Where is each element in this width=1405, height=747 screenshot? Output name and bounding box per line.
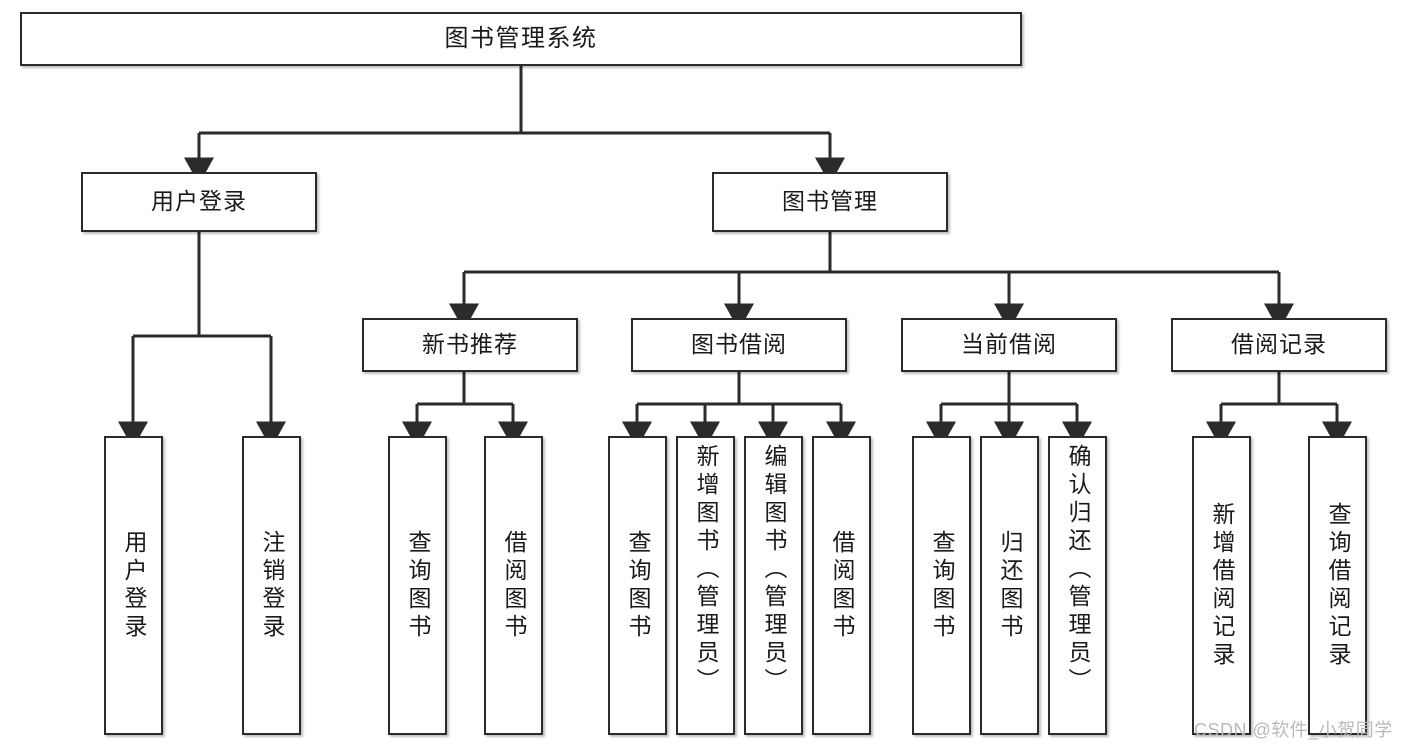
node-label: 确认归还（管理员） <box>1065 444 1091 696</box>
node-label: 查询图书 <box>405 529 431 642</box>
leaf-user-login[interactable]: 用户登录 <box>104 436 163 735</box>
leaf-add-borrow-record[interactable]: 新增借阅记录 <box>1192 436 1251 735</box>
leaf-borrow-book[interactable]: 借阅图书 <box>812 436 871 735</box>
leaf-return-book[interactable]: 归还图书 <box>980 436 1039 735</box>
node-label: 编辑图书（管理员） <box>761 444 787 696</box>
node-book-management[interactable]: 图书管理 <box>712 172 948 232</box>
node-book-borrow[interactable]: 图书借阅 <box>631 318 847 372</box>
leaf-edit-book-admin[interactable]: 编辑图书（管理员） <box>744 436 803 735</box>
node-label: 当前借阅 <box>961 331 1057 358</box>
leaf-query-book-recommend[interactable]: 查询图书 <box>388 436 447 735</box>
node-current-borrow[interactable]: 当前借阅 <box>901 318 1117 372</box>
node-root-system[interactable]: 图书管理系统 <box>20 12 1022 66</box>
leaf-logout[interactable]: 注销登录 <box>242 436 301 735</box>
leaf-query-borrow-record[interactable]: 查询借阅记录 <box>1308 436 1367 735</box>
node-label: 新增图书（管理员） <box>693 444 719 696</box>
leaf-query-book-borrow[interactable]: 查询图书 <box>608 436 667 735</box>
node-label: 新书推荐 <box>422 331 518 358</box>
node-label: 注销登录 <box>259 529 285 642</box>
leaf-add-book-admin[interactable]: 新增图书（管理员） <box>676 436 735 735</box>
node-label: 用户登录 <box>121 529 147 642</box>
node-new-book-recommend[interactable]: 新书推荐 <box>362 318 578 372</box>
node-borrow-record[interactable]: 借阅记录 <box>1171 318 1387 372</box>
node-label: 查询借阅记录 <box>1325 501 1351 670</box>
node-label: 用户登录 <box>151 188 247 215</box>
leaf-query-book-current[interactable]: 查询图书 <box>912 436 971 735</box>
node-user-login[interactable]: 用户登录 <box>81 172 317 232</box>
node-label: 归还图书 <box>997 529 1023 642</box>
node-label: 查询图书 <box>625 529 651 642</box>
node-label: 查询图书 <box>929 529 955 642</box>
node-label: 借阅记录 <box>1231 331 1327 358</box>
node-label: 图书管理系统 <box>444 24 598 52</box>
node-label: 借阅图书 <box>501 529 527 642</box>
node-label: 借阅图书 <box>829 529 855 642</box>
node-label: 图书管理 <box>782 188 878 215</box>
node-label: 新增借阅记录 <box>1209 501 1235 670</box>
leaf-borrow-book-recommend[interactable]: 借阅图书 <box>484 436 543 735</box>
node-label: 图书借阅 <box>691 331 787 358</box>
leaf-confirm-return-admin[interactable]: 确认归还（管理员） <box>1048 436 1107 735</box>
csdn-watermark: CSDN @软件_小贺同学 <box>1194 720 1393 740</box>
